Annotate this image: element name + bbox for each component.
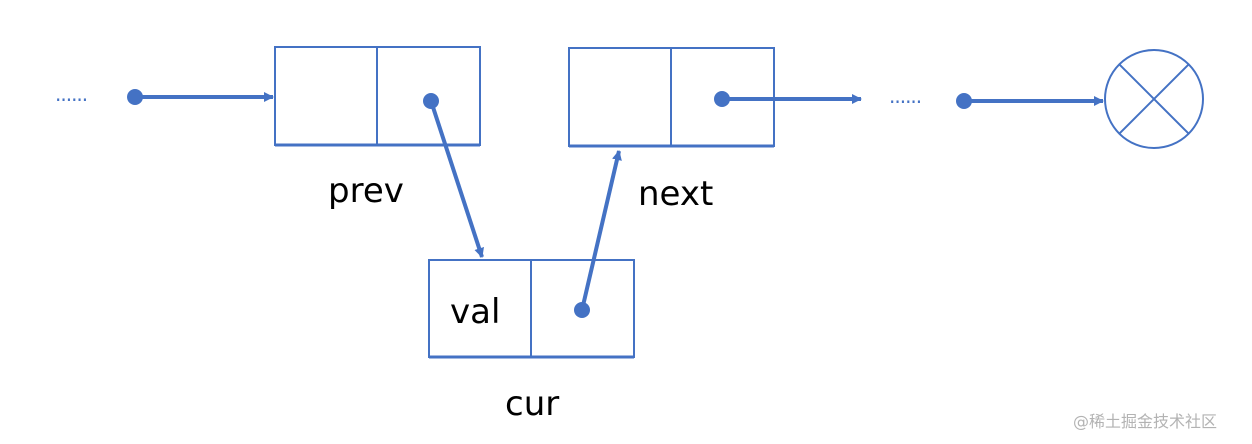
cur-label: cur xyxy=(505,384,560,424)
ellipsis-right: ...... xyxy=(889,84,922,108)
arrow-cur-to-next xyxy=(580,150,622,311)
pointer-arrows xyxy=(127,89,1104,318)
arrow-into-prev-origin-dot xyxy=(127,89,143,105)
next-pointer-dot xyxy=(714,91,730,107)
arrow-into-null-origin-dot xyxy=(956,93,972,109)
cur-node xyxy=(428,259,635,359)
arrow-prev-to-cur xyxy=(429,100,484,258)
ellipsis-left: ...... xyxy=(55,82,88,106)
circle-x-icon xyxy=(1104,49,1204,149)
cur-pointer-dot xyxy=(574,302,590,318)
prev-node xyxy=(274,46,481,147)
val-label: val xyxy=(450,292,501,332)
prev-label: prev xyxy=(328,171,404,211)
prev-pointer-dot xyxy=(423,93,439,109)
next-label: next xyxy=(638,174,714,214)
watermark: @稀土掘金技术社区 xyxy=(1073,412,1218,431)
